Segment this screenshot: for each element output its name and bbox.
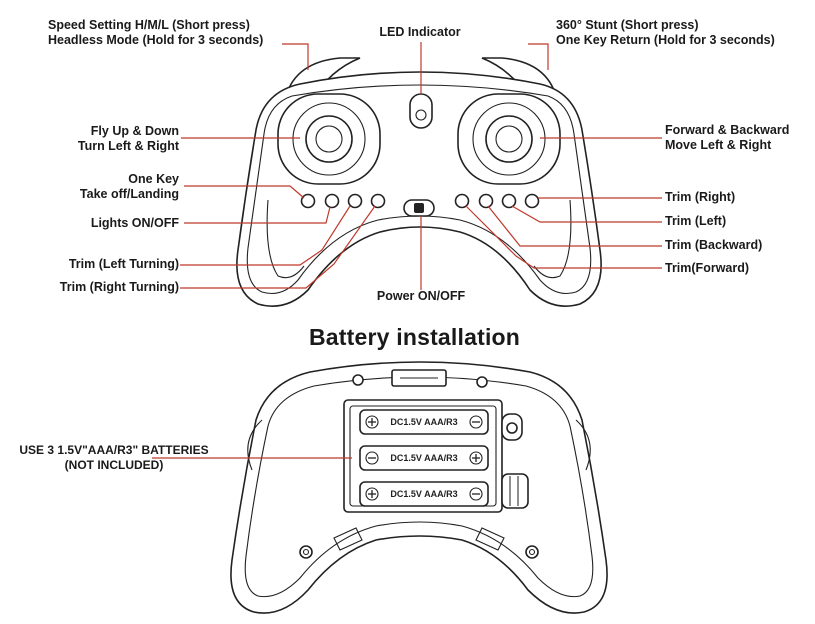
body-inner-contour <box>246 84 592 295</box>
fly-up-down-line1: Fly Up & Down <box>90 124 179 138</box>
lights-label: Lights ON/OFF <box>90 216 179 230</box>
move-left-right-line2: Move Left & Right <box>665 138 772 152</box>
lights-button <box>324 193 340 209</box>
fly-up-down-label: Fly Up & Down Turn Left & Right <box>78 124 179 154</box>
battery-note: USE 3 1.5V"AAA/R3" BATTERIES (NOT INCLUD… <box>4 443 224 473</box>
battery-cell-3: DC1.5V AAA/R3 <box>359 481 489 507</box>
trim-forward-button <box>454 193 470 209</box>
led-indicator-label: LED Indicator <box>379 25 461 39</box>
trim-left-turning-button <box>347 193 363 209</box>
left-grip-contour <box>266 199 305 279</box>
back-inner-contour <box>244 376 594 598</box>
stunt-line1: 360° Stunt (Short press) <box>556 18 699 32</box>
leader-lines-top <box>180 42 662 290</box>
battery-cell-3-label: DC1.5V AAA/R3 <box>390 489 457 499</box>
one-key-takeoff-button <box>300 193 316 209</box>
right-grip-contour <box>533 199 572 279</box>
battery-cell-2-label: DC1.5V AAA/R3 <box>390 453 457 463</box>
led-indicator <box>409 93 433 129</box>
speed-setting-label: Speed Setting H/M/L (Short press) Headle… <box>48 18 263 48</box>
speed-setting-line1: Speed Setting H/M/L (Short press) <box>48 18 250 32</box>
battery-note-line1: USE 3 1.5V"AAA/R3" BATTERIES <box>19 443 209 457</box>
battery-cell-2: DC1.5V AAA/R3 <box>359 445 489 471</box>
trim-right-turning-label: Trim (Right Turning) <box>59 280 179 294</box>
trim-right-turning-button <box>370 193 386 209</box>
battery-cell-1-label: DC1.5V AAA/R3 <box>390 417 457 427</box>
battery-cell-1: DC1.5V AAA/R3 <box>359 409 489 435</box>
one-key-return-line2: One Key Return (Hold for 3 seconds) <box>556 33 775 47</box>
takeoff-landing-line2: Take off/Landing <box>79 187 179 201</box>
one-key-line1: One Key <box>128 172 179 186</box>
right-joystick <box>485 115 533 163</box>
trim-forward-label: Trim(Forward) <box>665 261 750 275</box>
battery-installation-title: Battery installation <box>309 324 521 350</box>
turn-left-right-line2: Turn Left & Right <box>77 139 179 153</box>
left-joystick <box>305 115 353 163</box>
forward-backward-label: Forward & Backward Move Left & Right <box>665 123 789 153</box>
power-label: Power ON/OFF <box>376 289 466 303</box>
stunt-label: 360° Stunt (Short press) One Key Return … <box>556 18 775 48</box>
trim-backward-button <box>478 193 494 209</box>
trim-right-label: Trim (Right) <box>665 190 736 204</box>
trim-left-label: Trim (Left) <box>665 214 727 228</box>
battery-note-line2: (NOT INCLUDED) <box>64 458 164 472</box>
headless-mode-line2: Headless Mode (Hold for 3 seconds) <box>48 33 264 47</box>
trim-left-turning-label: Trim (Left Turning) <box>68 257 179 271</box>
one-key-label: One Key Take off/Landing <box>80 172 179 202</box>
back-controller: DC1.5V AAA/R3 DC1.5V AAA/R3 DC1.5V AAA/R… <box>230 361 608 614</box>
trim-backward-label: Trim (Backward) <box>665 238 763 252</box>
trim-right-button <box>524 193 540 209</box>
front-controller <box>236 57 602 307</box>
trim-left-button <box>501 193 517 209</box>
forward-backward-line1: Forward & Backward <box>665 123 790 137</box>
